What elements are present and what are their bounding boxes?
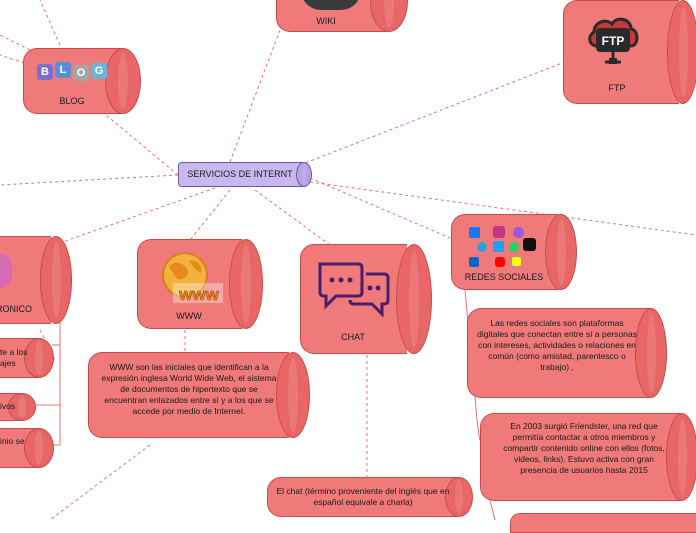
www-badge-text: www — [178, 285, 219, 304]
left-description-text-3: inio se — [0, 436, 25, 446]
twitter-icon — [493, 241, 504, 252]
chat-bubbles-icon — [314, 258, 390, 318]
telegram-icon — [477, 242, 487, 252]
blog-label: BLOG — [59, 96, 85, 106]
blog-logo-letter: G — [91, 63, 107, 79]
tiktok-icon — [523, 238, 536, 251]
facebook-icon — [469, 227, 480, 238]
www-label: WWW — [176, 311, 202, 321]
email-icon — [0, 254, 12, 288]
redes-label: REDES SOCIALES — [464, 272, 544, 282]
whatsapp-icon — [509, 242, 519, 252]
www-globe-icon: www — [153, 249, 225, 307]
ftp-label: FTP — [608, 83, 626, 93]
redes-description-box[interactable]: Las redes sociales son plataformas digit… — [467, 308, 667, 398]
linkedin-icon — [469, 257, 479, 267]
social-icons — [467, 224, 557, 270]
chat-description-text: El chat (término proveniente del inglés … — [276, 486, 450, 507]
ftp-cloud-icon: FTP — [585, 12, 641, 70]
wiki-node[interactable]: WIKI — [276, 0, 408, 32]
www-description-text: WWW son las iniciales que identifican a … — [101, 362, 277, 416]
correo-node[interactable]: RONICO — [0, 236, 72, 324]
left-description-box-3[interactable]: inio se — [0, 428, 54, 468]
messenger-icon — [513, 227, 524, 238]
central-label: SERVICIOS DE INTERNT — [187, 169, 293, 179]
blog-logo-letter: O — [73, 65, 89, 81]
blog-logo-letter: L — [55, 62, 71, 78]
left-description-box-1[interactable]: te a los ajes — [0, 338, 54, 378]
left-description-text-2: ivos — [0, 401, 16, 411]
blog-logo-icon: B L O G — [37, 62, 109, 82]
central-node[interactable]: SERVICIOS DE INTERNT — [178, 162, 312, 187]
chat-description-box[interactable]: El chat (término proveniente del inglés … — [267, 477, 473, 517]
blog-logo-letter: B — [37, 64, 53, 80]
chat-node[interactable]: CHAT — [300, 244, 432, 354]
snapchat-icon — [511, 256, 522, 267]
redes-node[interactable]: REDES SOCIALES — [451, 214, 577, 290]
left-description-text-1: te a los ajes — [0, 347, 28, 368]
friendster-description-box[interactable]: En 2003 surgió Friendster, una red que p… — [480, 413, 696, 501]
blog-node[interactable]: B L O G BLOG — [23, 48, 141, 114]
friendster-description-text: En 2003 surgió Friendster, una red que p… — [503, 421, 665, 475]
www-description-box[interactable]: WWW son las iniciales que identifican a … — [88, 352, 310, 438]
ftp-node[interactable]: FTP FTP — [563, 0, 696, 104]
correo-label: RONICO — [0, 304, 32, 314]
chat-label: CHAT — [341, 332, 365, 342]
youtube-icon — [495, 257, 505, 267]
wiki-globe-icon — [301, 0, 361, 10]
www-node[interactable]: www WWW — [137, 239, 263, 329]
redes-description-text: Las redes sociales son plataformas digit… — [477, 318, 637, 372]
connector-lines — [0, 0, 696, 520]
left-description-box-2[interactable]: ivos — [0, 393, 36, 421]
instagram-icon — [493, 226, 505, 238]
ftp-badge-text: FTP — [602, 34, 625, 48]
wiki-label: WIKI — [316, 16, 336, 26]
bottom-right-box[interactable] — [510, 513, 696, 533]
